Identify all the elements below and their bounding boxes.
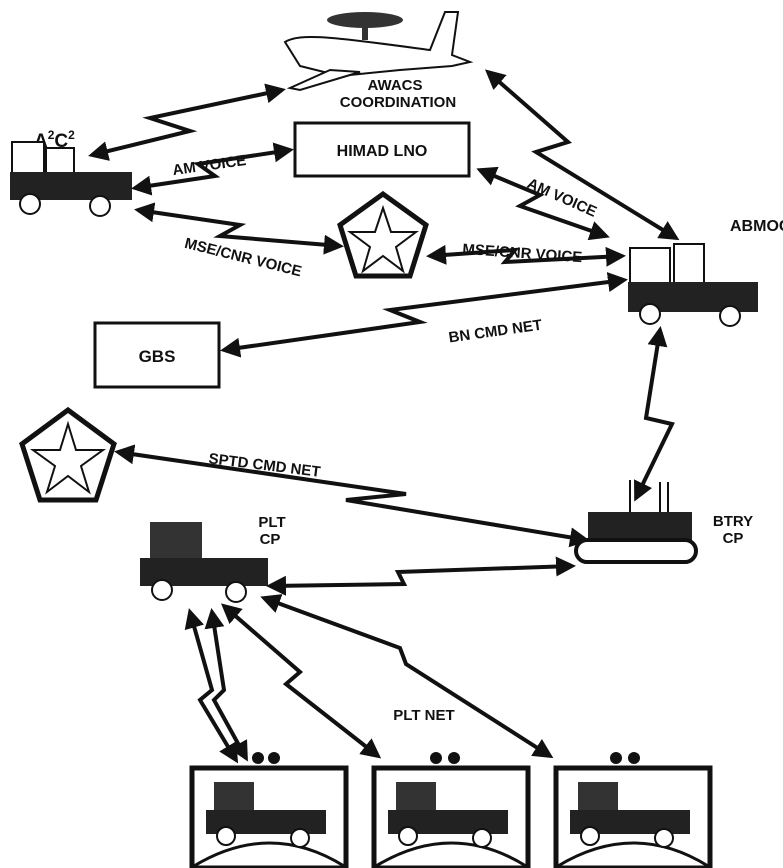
link-awacs-a2c2 [92, 90, 282, 155]
abmoc-vehicle-icon [628, 244, 758, 326]
awacs-label-line2: COORDINATION [340, 94, 456, 111]
gbs-label: GBS [139, 347, 176, 366]
bn-cmd-net-label: BN CMD NET [448, 317, 544, 347]
link-abmoc-btry [636, 330, 672, 498]
link-a2c2-star [138, 210, 340, 246]
fire-unit-icon-2 [374, 752, 528, 868]
fire-unit-icon-1 [192, 752, 346, 868]
btry-cp-label-line2: CP [723, 530, 744, 547]
link-gbs-abmoc [224, 280, 624, 350]
sptd-cmd-net-label: SPTD CMD NET [208, 450, 322, 481]
a2c2-vehicle-icon [10, 142, 132, 216]
link-pltcp-unit2 [224, 606, 378, 756]
pentagon-star-icon-upper [340, 194, 426, 276]
btry-cp-label-line1: BTRY [713, 513, 753, 530]
abmoc-label: ABMOC [730, 218, 783, 235]
plt-cp-label-line1: PLT [258, 514, 285, 531]
plt-cp-vehicle-icon [140, 522, 268, 602]
link-pltcp-unit3 [264, 598, 550, 756]
awacs-label-line1: AWACS [367, 77, 422, 94]
link-pltcp-unit1a [190, 612, 236, 760]
fire-unit-icon-3 [556, 752, 710, 868]
btry-cp-tracked-vehicle-icon [576, 480, 696, 562]
link-pltcp-unit1b [212, 612, 246, 758]
link-pltcp-btry [270, 566, 572, 586]
himad-lno-label: HIMAD LNO [337, 143, 428, 160]
plt-net-label: PLT NET [393, 707, 454, 724]
plt-cp-label-line2: CP [260, 531, 281, 548]
pentagon-star-icon-lower [22, 410, 114, 500]
